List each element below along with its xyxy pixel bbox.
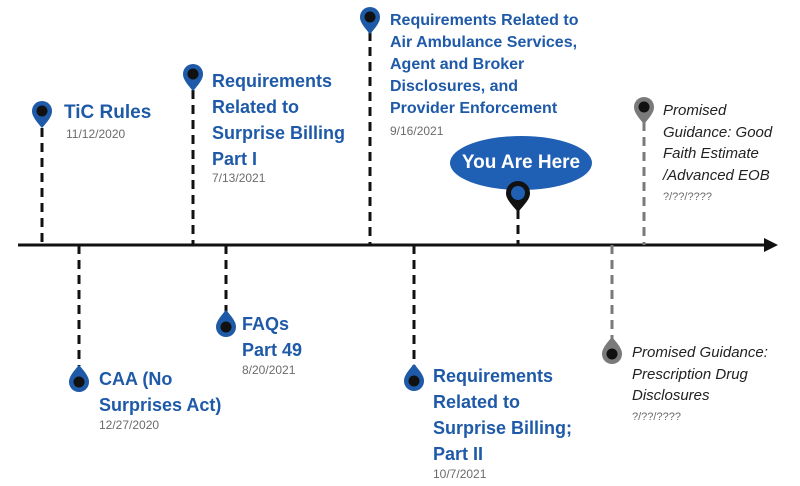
promised-date-good-faith: ?/??/???? xyxy=(663,191,712,203)
event-title-surprise-billing-2: Requirements Related to Surprise Billing… xyxy=(433,366,573,464)
event-title-surprise-billing-1: Requirements Related to Surprise Billing… xyxy=(212,71,346,169)
you-are-here-badge xyxy=(450,136,592,190)
location-pin-icon xyxy=(404,364,424,391)
you-are-here-label: You Are Here xyxy=(461,152,581,173)
location-pin-icon xyxy=(216,310,236,337)
event-date-caa: 12/27/2020 xyxy=(99,418,160,432)
location-pin-icon xyxy=(602,337,622,364)
promised-title-prescription: Promised Guidance: Prescription Drug Dis… xyxy=(632,344,768,404)
timeline-arrow-head xyxy=(764,238,778,252)
you-are-here-pin-icon xyxy=(506,181,530,212)
location-pin-icon xyxy=(69,365,89,392)
event-title-caa: CAA (No Surprises Act) xyxy=(99,369,222,415)
location-pin-icon xyxy=(360,7,380,34)
event-date-surprise-billing-2: 10/7/2021 xyxy=(433,467,487,481)
event-date-air-ambulance: 9/16/2021 xyxy=(390,124,444,138)
event-date-surprise-billing-1: 7/13/2021 xyxy=(212,171,266,185)
location-pin-icon xyxy=(634,97,654,124)
event-date-faqs: 8/20/2021 xyxy=(242,363,296,377)
event-title-faqs: FAQs Part 49 xyxy=(242,314,303,360)
promised-title-good-faith: Promised Guidance: Good Faith Estimate /… xyxy=(663,102,773,184)
event-title-tic-rules: TiC Rules xyxy=(64,102,152,123)
location-pin-icon xyxy=(183,64,203,91)
location-pin-icon xyxy=(32,101,52,128)
promised-date-prescription: ?/??/???? xyxy=(632,411,681,423)
event-date-tic-rules: 11/12/2020 xyxy=(66,127,126,141)
event-title-air-ambulance: Requirements Related to Air Ambulance Se… xyxy=(390,12,579,117)
